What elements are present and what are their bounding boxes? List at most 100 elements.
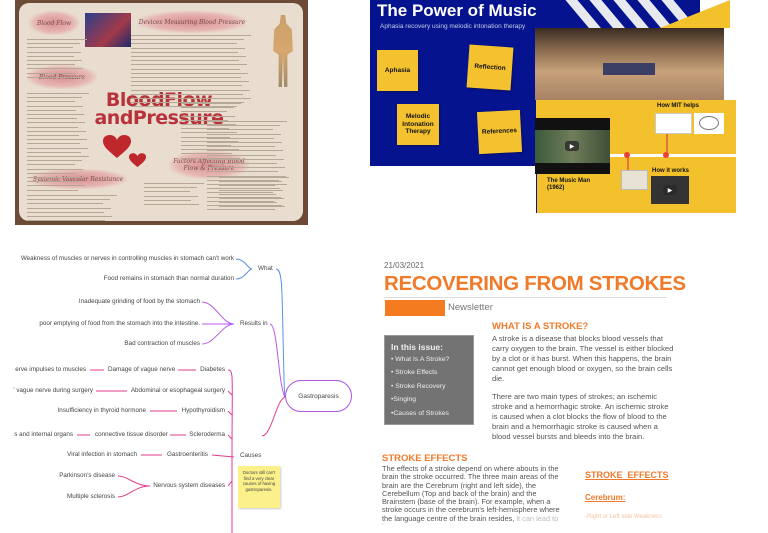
- body-diagram-image: [273, 15, 293, 87]
- how-it-works-video[interactable]: ▶: [651, 176, 689, 204]
- handwritten-line: [207, 133, 281, 135]
- cause-detail[interactable]: Viral infection in stomach: [67, 451, 137, 458]
- handwritten-line: [219, 202, 277, 204]
- handwritten-line: [144, 204, 199, 205]
- cause-scleroderma[interactable]: Scleroderma: [189, 431, 225, 438]
- header-band: [370, 0, 700, 28]
- handwritten-line: [27, 126, 78, 128]
- handwritten-line: [181, 107, 234, 109]
- issue-item[interactable]: • What Is A Stroke?: [391, 356, 450, 363]
- handwritten-line: [207, 209, 275, 211]
- results-item[interactable]: Bad contraction of muscles: [124, 340, 200, 347]
- cause-nervous-system[interactable]: Nervous system diseases: [153, 482, 225, 489]
- prezi-presentation: The Power of Music Aphasia recovery usin…: [370, 0, 736, 213]
- timeline-dot[interactable]: [624, 152, 630, 158]
- results-item[interactable]: poor emptying of food from the stomach i…: [39, 320, 200, 327]
- cause-detail[interactable]: Insufficiency in thyroid hormone: [57, 407, 146, 414]
- timeline-connector: [627, 155, 629, 170]
- play-icon[interactable]: ▶: [663, 185, 677, 195]
- effects-heading: STROKE EFFECTS: [382, 453, 468, 464]
- document-thumbnail[interactable]: [655, 113, 692, 134]
- handwritten-line: [181, 157, 240, 159]
- handwritten-line: [27, 151, 81, 153]
- title-divider: [384, 297, 667, 298]
- results-item[interactable]: Inadequate grinding of food by the stoma…: [78, 298, 200, 305]
- cause-detail[interactable]: s and internal organs: [14, 431, 73, 438]
- handwritten-line: [27, 101, 75, 103]
- handwritten-line: [27, 164, 75, 166]
- heart-icon: [129, 153, 146, 168]
- handwritten-line: [27, 60, 82, 61]
- sticky-references[interactable]: References: [476, 109, 523, 155]
- poster-title-line: BloodFlow: [105, 89, 213, 111]
- gastroparesis-mind-map: Weakness of muscles or nerves in control…: [0, 245, 370, 533]
- handwritten-line: [219, 185, 275, 187]
- cause-hypothyroidism[interactable]: Hypothyroidism: [181, 407, 225, 414]
- what-node[interactable]: What: [258, 265, 273, 272]
- handwritten-line: [207, 142, 282, 143]
- sticky-aphasia[interactable]: Aphasia: [377, 50, 418, 91]
- cerebrum-heading: Cerebrum:: [585, 493, 626, 502]
- what-item[interactable]: Weakness of muscles or nerves in control…: [20, 255, 234, 262]
- poster-heading: Devices Measuring Blood Pressure: [137, 11, 247, 33]
- play-icon[interactable]: ▶: [565, 141, 579, 151]
- notation-thumbnail[interactable]: [621, 170, 648, 190]
- cause-sub[interactable]: Multiple sclerosis: [67, 493, 115, 500]
- cause-detail[interactable]: erve impulses to muscles: [15, 366, 86, 373]
- handwritten-line: [207, 179, 279, 181]
- handwritten-line: [181, 149, 239, 151]
- handwritten-line: [27, 109, 76, 111]
- cause-diabetes[interactable]: Diabetes: [200, 366, 225, 373]
- handwritten-line: [207, 196, 281, 198]
- issue-item[interactable]: • Stroke Recovery: [391, 382, 446, 390]
- heart-icon: [103, 135, 131, 158]
- cause-surgery[interactable]: Abdominal or esophageal surgery: [130, 387, 225, 394]
- brain-image[interactable]: [694, 113, 724, 134]
- cause-detail[interactable]: ' vague nerve during surgery: [13, 387, 93, 394]
- handwritten-line: [27, 76, 84, 78]
- handwritten-line: [131, 98, 251, 99]
- handwritten-line: [27, 199, 110, 201]
- handwritten-line: [131, 47, 245, 49]
- issue-item[interactable]: • Stroke Effects: [391, 369, 438, 377]
- handwritten-line: [27, 122, 85, 124]
- sticky-melodic-intonation-therapy[interactable]: Melodic Intonation Therapy: [397, 104, 439, 145]
- issue-item[interactable]: •Causes of Strokes: [391, 409, 449, 417]
- handwritten-line: [131, 39, 244, 41]
- sticky-note[interactable]: Doctors still can't find a very clear ca…: [238, 466, 280, 508]
- cause-mid[interactable]: Damage of vague nerve: [108, 366, 176, 373]
- handwritten-line: [27, 68, 83, 70]
- handwritten-line: [131, 43, 237, 45]
- causes-node[interactable]: Causes: [240, 452, 262, 459]
- handwritten-line: [181, 119, 228, 121]
- handwritten-line: [181, 111, 227, 113]
- central-node[interactable]: Gastroparesis: [285, 380, 352, 412]
- issue-item[interactable]: •Singing: [391, 396, 417, 404]
- cause-sub[interactable]: Parkinson's disease: [59, 472, 115, 479]
- handwritten-line: [27, 211, 104, 213]
- handwritten-line: [207, 163, 277, 164]
- sticky-reflection[interactable]: Reflection: [466, 44, 514, 91]
- handwritten-line: [27, 203, 103, 205]
- heart-diagram-image: [85, 13, 131, 47]
- handwritten-line: [131, 85, 242, 87]
- timeline-line: [536, 154, 736, 156]
- timeline-dot[interactable]: [663, 152, 669, 158]
- handwritten-line: [207, 158, 284, 160]
- poster-heading: Systemic Vascular Resistance: [29, 169, 127, 189]
- handwritten-line: [131, 51, 238, 53]
- handwritten-line: [181, 140, 238, 142]
- what-item[interactable]: Food remains in stomach than normal dura…: [103, 275, 234, 282]
- handwritten-line: [131, 106, 237, 108]
- handwritten-line: [207, 184, 287, 185]
- handwritten-line: [207, 167, 285, 169]
- music-man-video[interactable]: ▶: [535, 118, 610, 174]
- cause-mid[interactable]: connective tissue disorder: [95, 431, 168, 438]
- results-node[interactable]: Results in: [240, 320, 268, 327]
- cause-gastroenteritis[interactable]: Gastroenteritis: [167, 451, 208, 458]
- effects-text: The effects of a stroke depend on where …: [382, 465, 560, 523]
- handwritten-line: [181, 124, 236, 125]
- handwritten-line: [27, 97, 82, 99]
- handwritten-line: [27, 64, 75, 66]
- handwritten-line: [207, 200, 274, 202]
